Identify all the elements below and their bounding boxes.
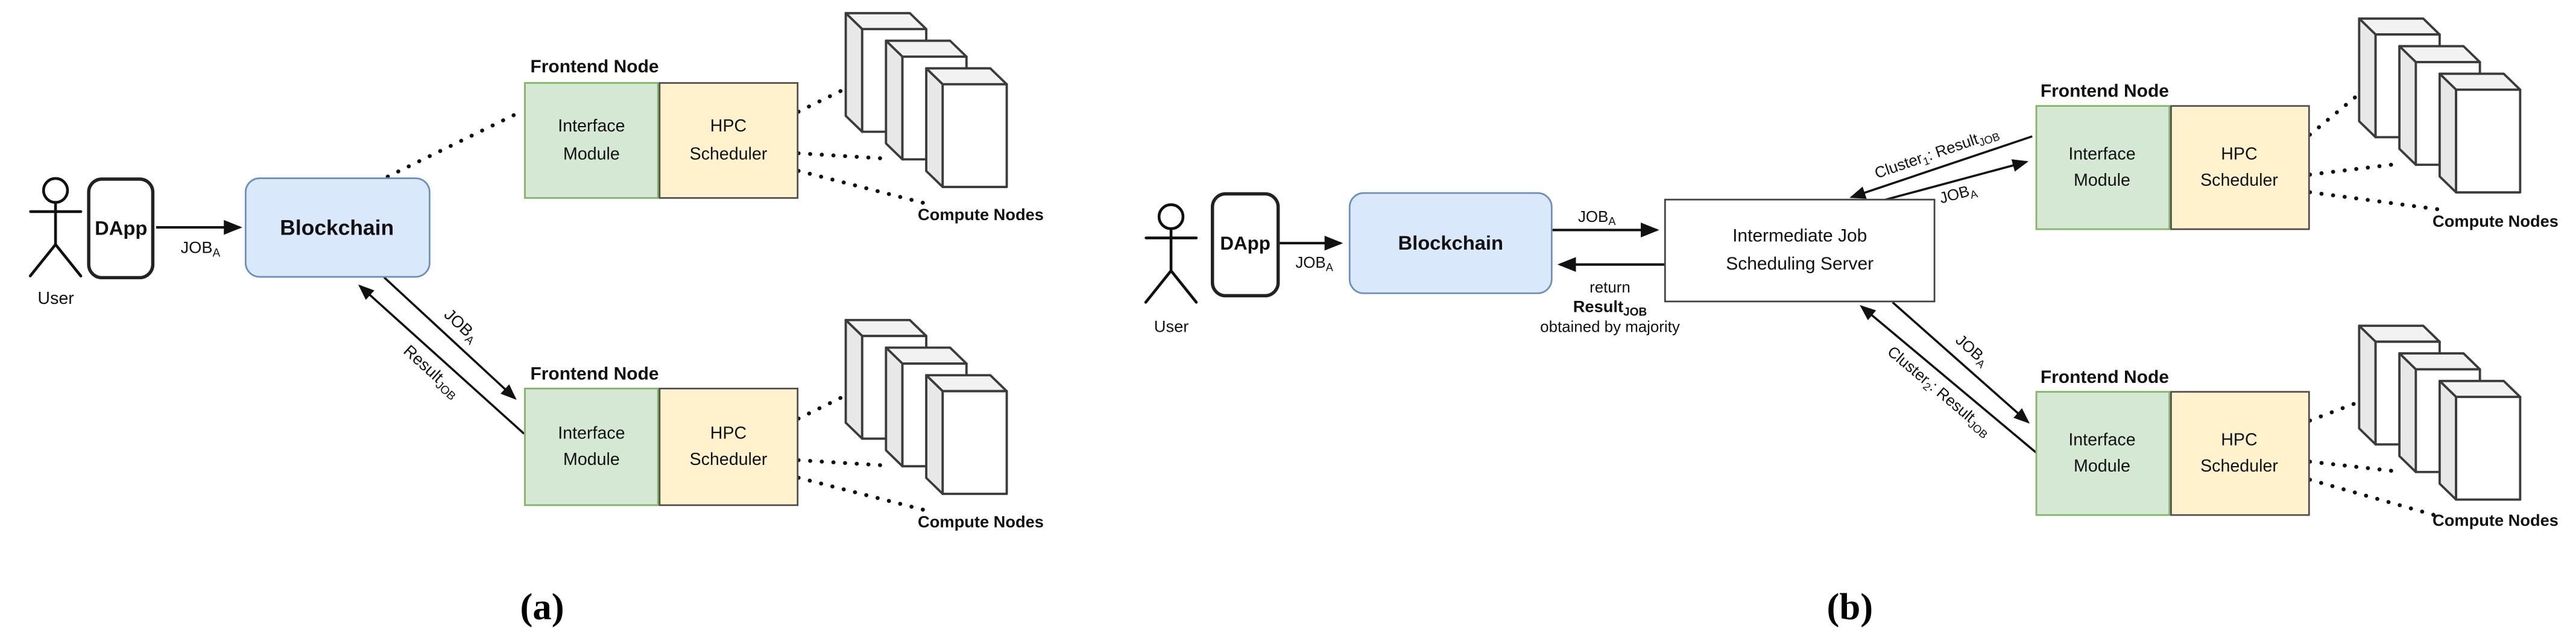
frontend-node-title: Frontend Node: [527, 364, 663, 385]
hpc-scheduler-box: HPC Scheduler: [658, 388, 799, 507]
return-note-line3: obtained by majority: [1540, 319, 1680, 338]
arrow-job-to-frontend-lower: [1892, 301, 2030, 424]
label-text: Compute Nodes: [2432, 213, 2559, 232]
dotted-links-a: [385, 87, 932, 514]
label-sub: A: [212, 247, 221, 259]
label-text: Compute Nodes: [2432, 513, 2559, 531]
label-text: JOB: [180, 239, 213, 257]
dotted-scheduler-to-node: [2308, 459, 2400, 474]
dotted-scheduler-to-node: [2308, 162, 2400, 177]
interface-module-box: Interface Module: [524, 81, 658, 200]
hpc-scheduler-label: HPC Scheduler: [2200, 144, 2278, 191]
dapp-label: DApp: [95, 216, 148, 239]
user-icon: [30, 178, 81, 276]
dotted-scheduler-to-node: [2308, 478, 2445, 520]
dotted-links-b: [2308, 93, 2445, 520]
blockchain-box: Blockchain: [244, 178, 430, 277]
dotted-scheduler-to-node: [2308, 400, 2360, 423]
arrow-result-to-blockchain: [358, 284, 525, 435]
return-note-line1: return: [1589, 278, 1631, 297]
blockchain-label: Blockchain: [280, 215, 394, 240]
user-label-text: User: [37, 288, 74, 308]
frontend-node-title: Frontend Node: [2037, 82, 2173, 104]
frontend-node-title: Frontend Node: [2037, 368, 2173, 390]
compute-nodes-label: Compute Nodes: [898, 207, 1062, 226]
arrow-cluster1-result-to-server: [1849, 135, 2033, 199]
label-text: JOB: [1295, 253, 1326, 272]
hpc-scheduler-label: HPC Scheduler: [689, 424, 768, 471]
label-text: Frontend Node: [2040, 368, 2169, 388]
hpc-scheduler-box: HPC Scheduler: [2169, 391, 2309, 516]
label-text: Compute Nodes: [918, 207, 1044, 226]
intermediate-server-box: Intermediate Job Scheduling Server: [1664, 198, 1936, 303]
label-text: Compute Nodes: [918, 513, 1044, 532]
interface-module-label: Interface Module: [2068, 144, 2136, 191]
blockchain-label: Blockchain: [1398, 232, 1503, 255]
arrow-job-to-frontend: [383, 276, 517, 400]
dapp-box: DApp: [87, 176, 155, 279]
frontend-node-title: Frontend Node: [527, 57, 663, 79]
job-label-dapp-b: JOBA: [1278, 254, 1351, 273]
user-icon: [1146, 204, 1196, 302]
compute-nodes-label: Compute Nodes: [2413, 213, 2576, 233]
job-label-dapp-a: JOBA: [164, 239, 236, 259]
interface-module-label: Interface Module: [2068, 430, 2136, 477]
label-sub: A: [1325, 262, 1333, 274]
compute-nodes-cluster: [846, 320, 1007, 494]
hpc-scheduler-label: HPC Scheduler: [2200, 430, 2278, 477]
compute-nodes-cluster: [2359, 326, 2520, 499]
solid-arrows-b: [1280, 135, 2038, 455]
hpc-scheduler-box: HPC Scheduler: [2169, 105, 2309, 230]
dotted-scheduler-to-node: [796, 458, 887, 468]
user-label: User: [13, 288, 99, 309]
intermediate-server-label: Intermediate Job Scheduling Server: [1726, 226, 1874, 274]
compute-nodes-cluster: [846, 13, 1007, 187]
label-text: Result: [1573, 298, 1624, 317]
dotted-scheduler-to-node: [796, 87, 846, 114]
blockchain-box: Blockchain: [1348, 192, 1553, 294]
label-text: Frontend Node: [2040, 82, 2169, 102]
dotted-scheduler-to-node: [796, 476, 932, 514]
compute-nodes-label: Compute Nodes: [2413, 513, 2576, 532]
caption-b: (b): [1776, 585, 1924, 630]
dotted-scheduler-to-node: [796, 169, 932, 207]
dotted-scheduler-to-node: [796, 394, 846, 421]
solid-arrows-a: [156, 219, 525, 435]
dotted-scheduler-to-node: [2308, 190, 2445, 212]
label-text: (b): [1826, 586, 1874, 628]
arrow-job-to-frontend-upper: [1882, 159, 2029, 202]
hpc-scheduler-box: HPC Scheduler: [658, 81, 799, 200]
dotted-blockchain-to-frontend: [385, 110, 522, 179]
label-text: User: [1154, 318, 1189, 336]
interface-module-box: Interface Module: [524, 388, 658, 507]
interface-module-box: Interface Module: [2035, 105, 2170, 230]
job-label-to-server: JOBA: [1561, 208, 1633, 227]
hpc-scheduler-label: HPC Scheduler: [689, 117, 768, 164]
return-note-result: ResultJOB: [1528, 298, 1692, 320]
label-sub: A: [1608, 216, 1616, 228]
label-text: Frontend Node: [530, 57, 659, 78]
interface-module-box: Interface Module: [2035, 391, 2170, 516]
arrow-cluster2-result-to-server: [1860, 305, 2038, 455]
label-text: JOB: [1577, 207, 1609, 226]
label-sub: JOB: [1623, 306, 1647, 318]
compute-nodes-cluster: [2359, 19, 2520, 192]
label-text: Frontend Node: [530, 364, 659, 384]
label-text: (a): [520, 586, 564, 628]
user-label: User: [1130, 318, 1212, 337]
caption-a: (a): [468, 585, 616, 630]
compute-nodes-label: Compute Nodes: [898, 513, 1062, 532]
return-note: return ResultJOB obtained by majority: [1528, 279, 1692, 339]
interface-module-label: Interface Module: [558, 424, 625, 471]
dapp-label: DApp: [1220, 235, 1271, 255]
dotted-scheduler-to-node: [796, 151, 887, 161]
dotted-scheduler-to-node: [2308, 93, 2360, 137]
dapp-box: DApp: [1210, 192, 1280, 298]
interface-module-label: Interface Module: [558, 117, 625, 164]
